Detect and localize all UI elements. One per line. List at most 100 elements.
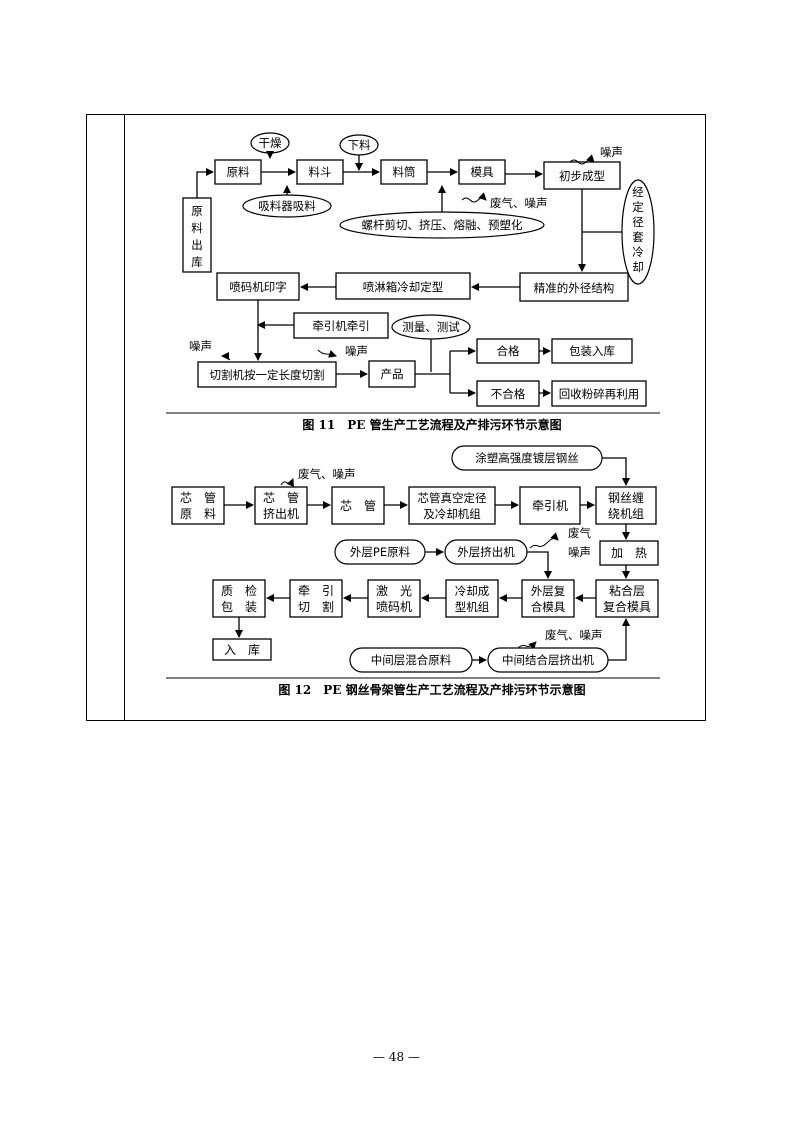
core-raw-l1: 芯 管 [180, 490, 216, 505]
cool-form-node [445, 579, 499, 618]
pull-cut-l1: 牵 引 [298, 584, 334, 598]
heat-node [599, 540, 659, 566]
core-raw-node [171, 486, 225, 525]
puller-label: 牵引机牵引 [312, 319, 370, 333]
raw-store-c2: 料 [191, 221, 203, 235]
fig12-caption: 图 12 PE 钢丝骨架管生产工艺流程及产排污环节示意图 [278, 682, 585, 697]
cooling-c5: 冷 [632, 245, 644, 259]
qc-node [212, 579, 266, 618]
puller-node [293, 312, 389, 339]
fail-node [476, 380, 540, 407]
noise-label-12: 噪声 [568, 545, 591, 559]
pack-label: 包装入库 [569, 344, 615, 358]
cooling-c3: 径 [632, 215, 644, 229]
cool-form-l2: 型机组 [455, 600, 490, 614]
waste-noise-label: 废气、噪声 [490, 196, 548, 210]
raw-store-node [182, 197, 212, 273]
hopper-label: 料斗 [309, 165, 332, 179]
coder-label: 喷码机印字 [229, 280, 287, 294]
outer-mold-l2: 合模具 [531, 600, 566, 614]
waste-noise1-label: 废气、噪声 [298, 467, 356, 481]
winder-node [595, 486, 657, 525]
outer-raw-label: 外层PE原料 [350, 545, 411, 559]
heat-label: 加 热 [611, 546, 647, 560]
product-label: 产品 [381, 367, 404, 381]
outer-ext-label: 外层挤出机 [457, 545, 515, 559]
cooling-c2: 定 [632, 200, 644, 214]
feed-label: 下料 [348, 138, 371, 152]
vac-l2: 及冷却机组 [423, 507, 481, 521]
preform-node [543, 161, 621, 190]
raw-store-c4: 库 [191, 255, 203, 269]
fail-label: 不合格 [491, 387, 526, 401]
noise2-label: 噪声 [189, 339, 212, 353]
store-node [212, 638, 272, 661]
pack-node [551, 338, 633, 364]
adhesive-l2: 复合模具 [603, 599, 651, 614]
noise3-label: 噪声 [345, 344, 368, 358]
steel-label: 涂塑高强度镀层钢丝 [475, 451, 579, 465]
spray-cool-node [335, 272, 471, 300]
mid-raw-label: 中间层混合原料 [371, 653, 452, 667]
winder-l1: 钢丝缠 [608, 490, 644, 505]
core-node [331, 486, 385, 525]
precise-node [519, 272, 629, 302]
qc-l2: 包 装 [221, 600, 257, 614]
barrel-label: 料筒 [393, 165, 416, 179]
cooling-c6: 却 [632, 260, 644, 274]
raw-store-c1: 原 [191, 204, 203, 218]
recycle-node [551, 380, 647, 407]
waste-noise2-label: 废气、噪声 [545, 628, 603, 642]
laser-node [367, 579, 421, 618]
winder-l2: 绕机组 [608, 507, 644, 521]
precise-label: 精准的外径结构 [534, 281, 615, 295]
noise-label: 噪声 [600, 145, 623, 159]
core-ext-node [254, 486, 308, 525]
fig11-diagram: 干燥 下料 原料 料斗 料筒 模具 初步成型 原 料 出 库 吸料器吸料 螺杆剪… [182, 132, 655, 407]
core-raw-l2: 原 料 [180, 507, 216, 521]
cooling-c4: 套 [632, 230, 644, 244]
core-ext-l2: 挤出机 [263, 506, 299, 521]
screw-label: 螺杆剪切、挤压、熔融、预塑化 [362, 218, 523, 232]
content-frame [86, 114, 706, 721]
waste-gas-label: 废气 [568, 526, 591, 540]
page-number: — 48 — [373, 1050, 420, 1064]
suction-label: 吸料器吸料 [258, 199, 316, 213]
coder-node [216, 272, 300, 301]
raw-label: 原料 [227, 165, 250, 179]
outer-mold-node [521, 579, 575, 618]
mold-label: 模具 [471, 165, 494, 179]
store-label: 入 库 [224, 642, 260, 657]
pass-node [476, 338, 540, 364]
cool-form-l1: 冷却成 [455, 584, 490, 598]
vac-l1: 芯管真空定径 [418, 491, 487, 505]
hopper-node [296, 159, 344, 185]
fig12-diagram: 涂塑高强度镀层钢丝 废气、噪声 芯 管 原 料 芯 管 挤出机 芯 管 芯管真空… [171, 445, 659, 673]
measure-label: 测量、测试 [402, 320, 460, 334]
core-label: 芯 管 [340, 498, 376, 513]
raw-store-c3: 出 [191, 238, 203, 252]
spray-cool-label: 喷淋箱冷却定型 [363, 280, 444, 294]
recycle-label: 回收粉碎再利用 [559, 387, 640, 401]
qc-l1: 质 检 [221, 583, 257, 598]
outer-mold-l1: 外层复 [531, 584, 566, 598]
preform-label: 初步成型 [559, 169, 605, 183]
barrel-node [380, 159, 428, 185]
core-ext-l1: 芯 管 [263, 490, 299, 505]
cutter-label: 切割机按一定长度切割 [210, 368, 325, 382]
adhesive-node [595, 579, 659, 618]
adhesive-l1: 粘合层 [609, 583, 645, 598]
pull-cut-node [289, 579, 343, 618]
puller-label-12: 牵引机 [532, 499, 568, 513]
left-column-divider [124, 115, 125, 720]
laser-l2: 喷码机 [376, 600, 412, 614]
product-node [368, 360, 416, 388]
laser-l1: 激 光 [376, 584, 412, 598]
pass-label: 合格 [497, 344, 520, 358]
mold-node [458, 159, 506, 185]
mid-ext-label: 中间结合层挤出机 [502, 653, 594, 667]
puller-node-12 [519, 486, 581, 525]
cooling-c1: 经 [632, 185, 644, 199]
pull-cut-l2: 切 割 [298, 599, 334, 614]
